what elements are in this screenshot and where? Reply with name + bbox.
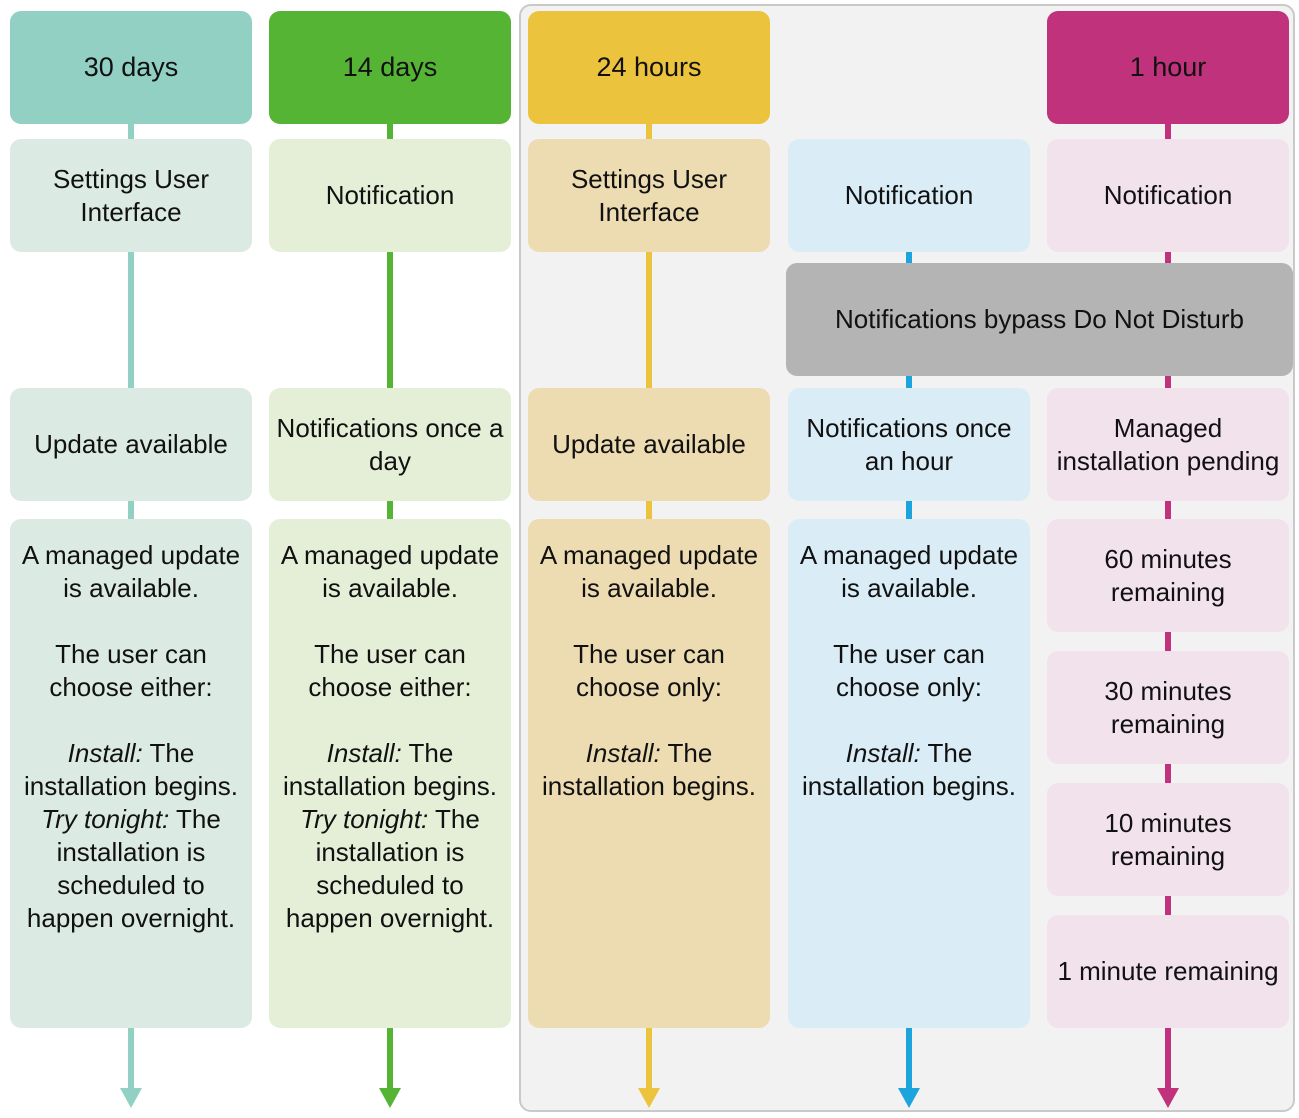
settings-ui-box: Settings User Interface bbox=[528, 139, 770, 252]
try-tonight-label: Try tonight: bbox=[41, 804, 170, 834]
install-option: Install: The installation begins. bbox=[794, 737, 1024, 803]
try-tonight-text: The installation is scheduled to happen … bbox=[26, 804, 236, 933]
countdown-60-minutes: 60 minutes remaining bbox=[1047, 519, 1289, 632]
description-box: A managed update is available. The user … bbox=[528, 519, 770, 1028]
do-not-disturb-bypass-banner: Notifications bypass Do Not Disturb bbox=[786, 263, 1293, 376]
notification-box: Notification bbox=[1047, 139, 1289, 252]
description-choice: The user can choose either: bbox=[49, 639, 213, 702]
description-intro: A managed update is available. bbox=[280, 540, 500, 603]
install-option: Install: The installation begins. bbox=[534, 737, 764, 803]
countdown-1-minute: 1 minute remaining bbox=[1047, 915, 1289, 1028]
try-tonight-option: Try tonight: The installation is schedul… bbox=[16, 803, 246, 935]
status-box: Managed installation pending bbox=[1047, 388, 1289, 501]
install-label: Install: bbox=[326, 738, 402, 768]
header-1-hour: 1 hour bbox=[1047, 11, 1289, 124]
arrow-down-icon bbox=[898, 1088, 920, 1108]
install-text: The installation begins. bbox=[802, 738, 1016, 801]
countdown-10-minutes: 10 minutes remaining bbox=[1047, 783, 1289, 896]
install-option: Install: The installation begins. bbox=[16, 737, 246, 803]
description-intro: A managed update is available. bbox=[21, 540, 241, 603]
status-box: Update available bbox=[10, 388, 252, 501]
arrow-down-icon bbox=[1157, 1088, 1179, 1108]
header-24-hours: 24 hours bbox=[528, 11, 770, 124]
notification-box: Notification bbox=[788, 139, 1030, 252]
status-box: Notifications once a day bbox=[269, 388, 511, 501]
settings-ui-box: Settings User Interface bbox=[10, 139, 252, 252]
description-box: A managed update is available. The user … bbox=[269, 519, 511, 1028]
install-text: The installation begins. bbox=[542, 738, 756, 801]
install-text: The installation begins. bbox=[283, 738, 497, 801]
arrow-down-icon bbox=[379, 1088, 401, 1108]
install-option: Install: The installation begins. bbox=[275, 737, 505, 803]
header-14-days: 14 days bbox=[269, 11, 511, 124]
header-30-days: 30 days bbox=[10, 11, 252, 124]
countdown-30-minutes: 30 minutes remaining bbox=[1047, 651, 1289, 764]
install-label: Install: bbox=[585, 738, 661, 768]
description-intro: A managed update is available. bbox=[539, 540, 759, 603]
description-choice: The user can choose only: bbox=[573, 639, 725, 702]
try-tonight-option: Try tonight: The installation is schedul… bbox=[275, 803, 505, 935]
description-box: A managed update is available. The user … bbox=[788, 519, 1030, 1028]
arrow-down-icon bbox=[120, 1088, 142, 1108]
status-box: Notifications once an hour bbox=[788, 388, 1030, 501]
arrow-down-icon bbox=[638, 1088, 660, 1108]
notification-box: Notification bbox=[269, 139, 511, 252]
install-label: Install: bbox=[845, 738, 921, 768]
description-choice: The user can choose only: bbox=[833, 639, 985, 702]
description-choice: The user can choose either: bbox=[308, 639, 472, 702]
install-label: Install: bbox=[67, 738, 143, 768]
status-box: Update available bbox=[528, 388, 770, 501]
try-tonight-label: Try tonight: bbox=[300, 804, 429, 834]
try-tonight-text: The installation is scheduled to happen … bbox=[285, 804, 495, 933]
description-intro: A managed update is available. bbox=[799, 540, 1019, 603]
description-box: A managed update is available. The user … bbox=[10, 519, 252, 1028]
install-text: The installation begins. bbox=[24, 738, 238, 801]
